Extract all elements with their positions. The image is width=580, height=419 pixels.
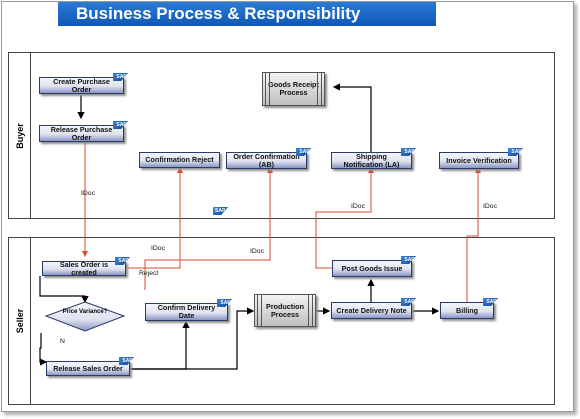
idoc-label: IDoc	[151, 245, 165, 252]
arrow-variance-to-release	[39, 333, 48, 366]
sap-logo-icon: SAP	[113, 121, 128, 129]
sap-logo-icon: SAP	[119, 357, 134, 365]
confirmation-reject-box: Confirmation Reject	[139, 152, 220, 168]
order-confirmation-box: Order Confirmation (AB)SAP	[226, 148, 311, 169]
price-variance-diamond	[44, 301, 126, 332]
idoc-label: IDoc	[250, 248, 264, 255]
arrow-release-to-confirm	[130, 320, 190, 370]
idoc-label: IDoc	[483, 203, 497, 210]
no-branch-label: N	[60, 338, 65, 345]
price-variance-label: Price Variance?	[62, 309, 108, 315]
idoc-sales-to-reject	[125, 167, 183, 269]
sap-logo-icon: SAP	[483, 298, 498, 306]
idoc-billing-to-invoice	[466, 167, 481, 302]
idoc-confirm-to-order-confirmation	[144, 167, 273, 290]
sap-logo-icon: SAP	[296, 148, 311, 156]
idoc-pgi-to-shipping	[315, 167, 374, 269]
buyer-lane-label: Buyer	[9, 53, 31, 218]
shipping-notification-box: Shipping Notification (LA)SAP	[331, 148, 416, 169]
arrow-confirm-to-production	[130, 307, 255, 370]
sap-logo-icon: SAP	[213, 207, 228, 215]
sap-logo-icon: SAP	[401, 148, 416, 156]
idoc-label: IDoc	[351, 203, 365, 210]
sap-logo-icon: SAP	[113, 73, 128, 81]
arrow-shipping-to-goods-receipt	[332, 83, 372, 152]
sap-logo-icon: SAP	[115, 257, 130, 265]
sap-logo-icon: SAP	[217, 299, 232, 307]
idoc-label: IDoc	[81, 190, 95, 197]
seller-lane-label: Seller	[9, 238, 31, 404]
production-process-box: Production Process	[254, 294, 316, 327]
goods-receipt-process-box: Goods Receipt Process	[262, 72, 325, 106]
arrow-sales-to-variance	[39, 276, 89, 304]
sap-logo-icon: SAP	[401, 298, 416, 306]
sap-logo-icon: SAP	[508, 148, 523, 156]
page-title: Business Process & Responsibility	[58, 2, 436, 26]
reject-label: Reject	[139, 270, 159, 277]
sap-logo-icon: SAP	[401, 256, 416, 264]
